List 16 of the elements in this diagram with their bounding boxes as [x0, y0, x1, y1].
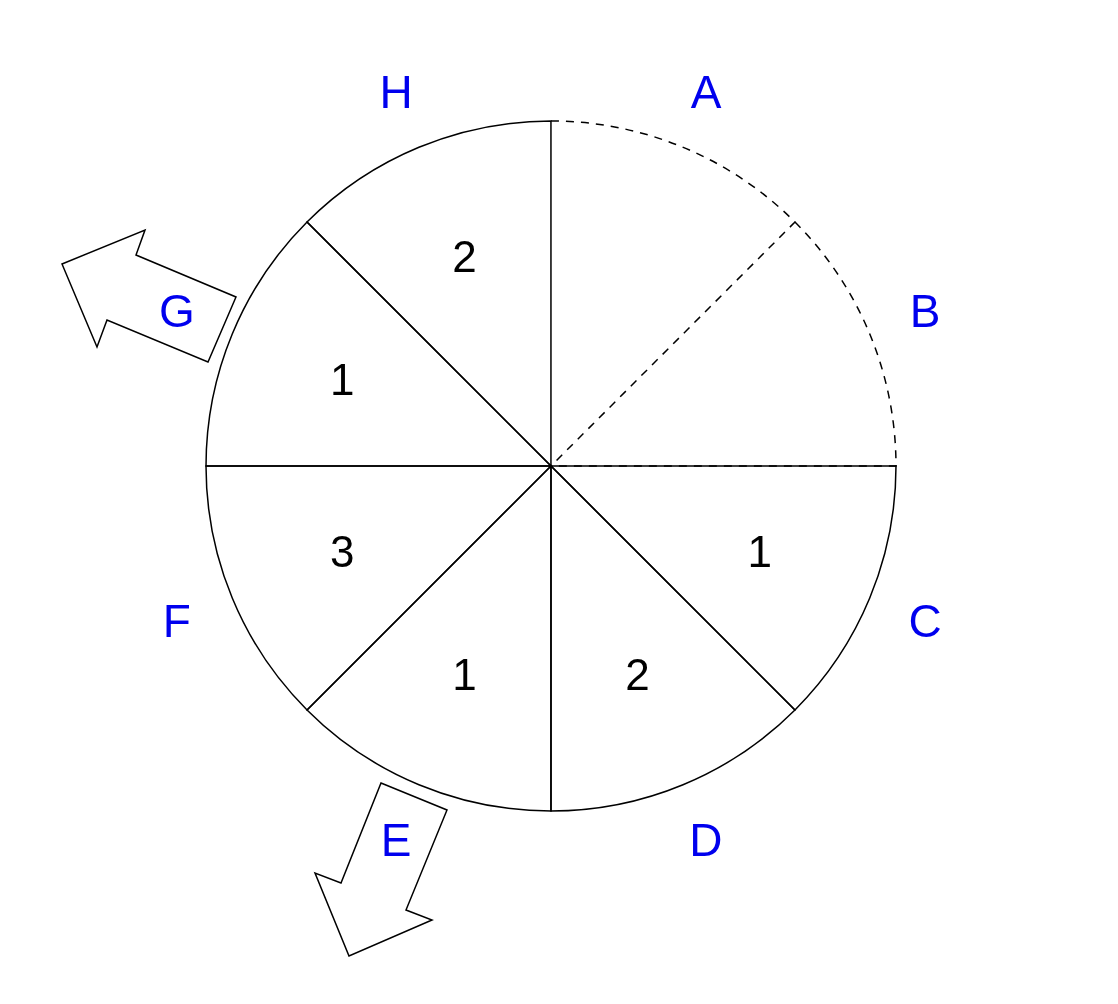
sector-letter: B — [909, 288, 941, 334]
sector-letter: D — [689, 817, 723, 864]
sector-letter: H — [379, 68, 413, 115]
sector-number: 3 — [329, 530, 355, 575]
sector-number: 1 — [452, 652, 477, 697]
block-arrow — [313, 782, 448, 957]
sector-letter: C — [908, 598, 942, 644]
sector-number: 2 — [452, 235, 477, 280]
sector-letter: G — [158, 288, 195, 334]
sector-letter: E — [380, 817, 412, 864]
sector-letter: F — [162, 598, 191, 644]
sector-number: 2 — [625, 652, 650, 697]
sector-letter: A — [690, 68, 722, 115]
sector-number: 1 — [329, 357, 355, 402]
sector-number: 1 — [747, 530, 772, 575]
block-arrow — [61, 228, 237, 363]
